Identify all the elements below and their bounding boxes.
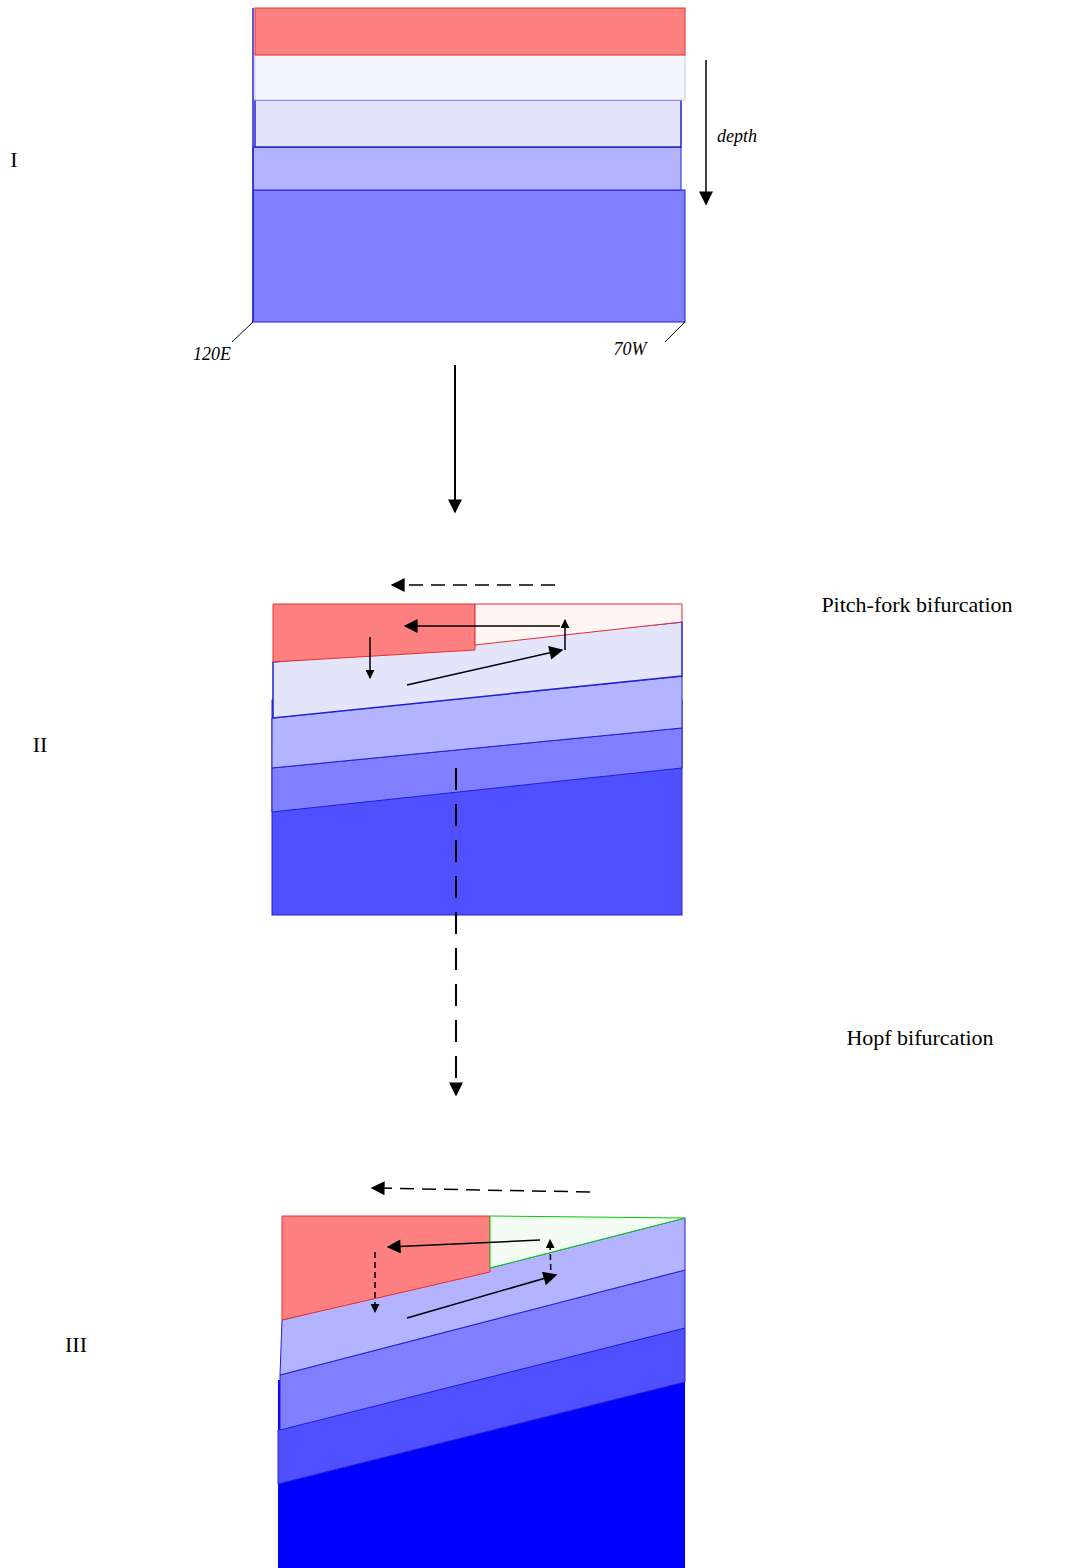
warm-surface-layer [255, 8, 685, 55]
depth-arrow [705, 60, 707, 204]
upper-layer [255, 100, 681, 147]
panel-border [252, 8, 254, 322]
wind-stress-arrow [372, 1188, 590, 1192]
downwelling-arrow [374, 1252, 376, 1312]
upwelling-arrow [564, 620, 566, 650]
panel-one [232, 8, 706, 342]
wind-stress-arrow [392, 584, 555, 586]
warm-pool [282, 1216, 490, 1320]
transition-arrow [454, 365, 456, 512]
panel-label: III [65, 1333, 87, 1357]
downwelling-arrow [369, 637, 371, 678]
surface-current-arrow [405, 625, 560, 627]
bifurcation-label: Hopf bifurcation [846, 1026, 993, 1050]
thermocline-layer [253, 147, 681, 190]
axis-label: depth [717, 127, 757, 147]
longitude-label: 120E [193, 345, 231, 365]
return-flow-arrow [407, 650, 562, 685]
cold-tongue [490, 1216, 685, 1268]
warm-pool [273, 604, 475, 662]
panel-two [272, 585, 682, 915]
panel-label: I [10, 148, 17, 172]
transition-arrow [455, 768, 457, 1095]
longitude-label: 70W [614, 340, 647, 360]
leader-line [232, 322, 253, 342]
deep-layer [253, 190, 685, 322]
surface-current-arrow [388, 1240, 540, 1247]
cold-tongue [475, 604, 682, 645]
leader-line [665, 322, 685, 342]
panel-three [278, 1188, 685, 1568]
bifurcation-label: Pitch-fork bifurcation [821, 593, 1012, 617]
upwelling-arrow [550, 1240, 551, 1280]
return-flow-arrow [407, 1275, 556, 1318]
mixed-layer [255, 55, 685, 100]
panel-label: II [33, 733, 48, 757]
